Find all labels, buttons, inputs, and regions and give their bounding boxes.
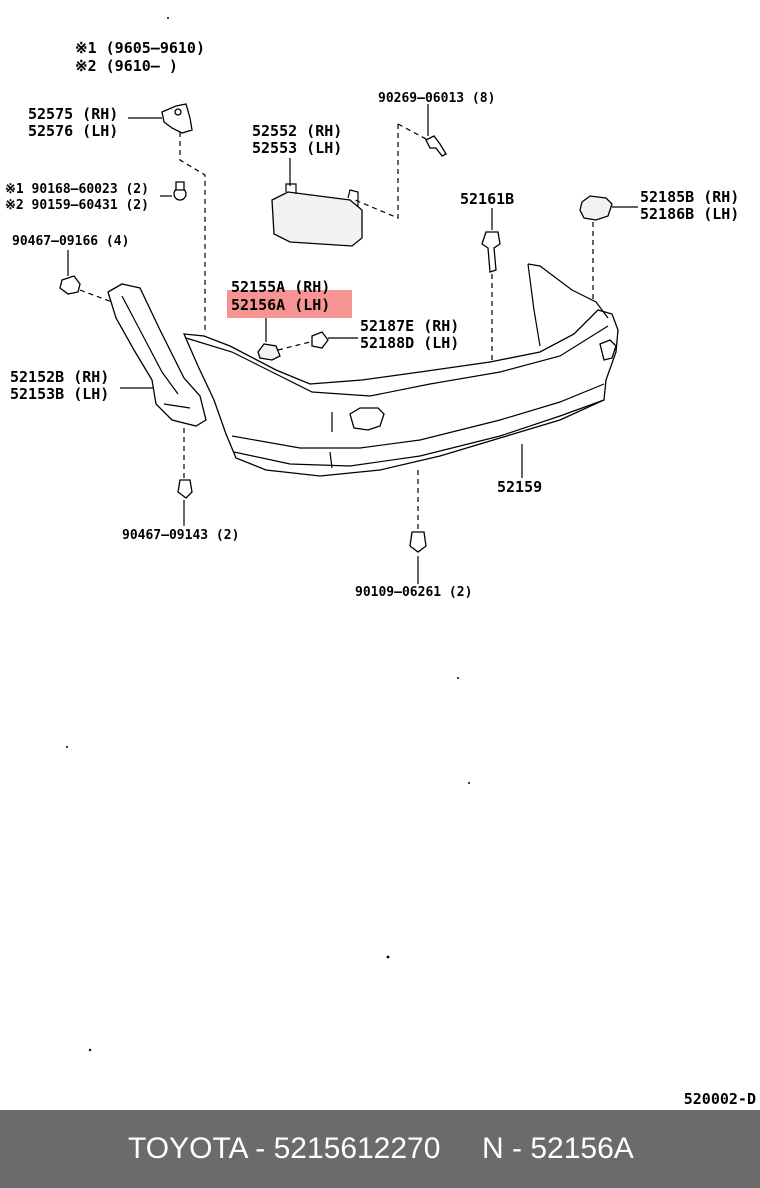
label-52576[interactable]: 52576 (LH): [28, 122, 118, 140]
bumper-cover-52159[interactable]: [182, 263, 619, 477]
label-52156A[interactable]: 52156A (LH): [231, 296, 330, 314]
bracket-52185B[interactable]: [579, 195, 613, 221]
label-52153B[interactable]: 52153B (LH): [10, 385, 109, 403]
note-2: ※2 (9610– ): [75, 57, 178, 75]
reflector-52552[interactable]: [271, 183, 363, 247]
clip-90467-09166[interactable]: [59, 275, 81, 295]
note-1: ※1 (9605–9610): [75, 39, 205, 57]
retainer-52156A[interactable]: [257, 343, 281, 361]
label-90109[interactable]: 90109–06261 (2): [355, 585, 472, 600]
label-90467-09143[interactable]: 90467–09143 (2): [122, 528, 239, 543]
label-52552[interactable]: 52552 (RH): [252, 122, 342, 140]
label-52161B[interactable]: 52161B: [460, 190, 514, 208]
parts-diagram: ※1 (9605–9610) ※2 (9610– ) 52575 (RH) 52…: [5, 17, 739, 1052]
screw-90269[interactable]: [425, 135, 447, 157]
diagram-code: 520002-D: [683, 1090, 756, 1108]
retainer-52152B[interactable]: [107, 283, 207, 427]
label-52187E[interactable]: 52187E (RH): [360, 317, 459, 335]
label-52188D[interactable]: 52188D (LH): [360, 334, 459, 352]
clip-52161B[interactable]: [481, 231, 501, 273]
bolt-90467-09143[interactable]: [177, 479, 193, 499]
label-90467-09166[interactable]: 90467–09166 (4): [12, 234, 129, 249]
label-52159[interactable]: 52159: [497, 478, 542, 496]
label-52185B[interactable]: 52185B (RH): [640, 188, 739, 206]
label-52575[interactable]: 52575 (RH): [28, 105, 118, 123]
label-52553[interactable]: 52553 (LH): [252, 139, 342, 157]
clip-52187E[interactable]: [311, 331, 329, 349]
bolt-90109[interactable]: [409, 531, 427, 553]
dashed-guides: [79, 123, 594, 530]
label-52152B[interactable]: 52152B (RH): [10, 368, 109, 386]
footer-reference: N - 52156A: [482, 1132, 634, 1165]
bracket-52575[interactable]: [161, 103, 193, 134]
specks: [66, 17, 470, 1052]
label-90168[interactable]: ※1 90168–60023 (2): [5, 182, 149, 197]
label-90159[interactable]: ※2 90159–60431 (2): [5, 198, 149, 213]
leader-lines: [67, 104, 638, 584]
highlight-box: [227, 290, 352, 318]
label-52186B[interactable]: 52186B (LH): [640, 205, 739, 223]
footer-part-number: TOYOTA - 5215612270: [128, 1132, 441, 1165]
label-52155A[interactable]: 52155A (RH): [231, 278, 330, 296]
label-90269[interactable]: 90269–06013 (8): [378, 91, 495, 106]
footer-bar: TOYOTA - 5215612270 N - 52156A: [0, 1110, 760, 1188]
bolt-90168[interactable]: [173, 181, 187, 201]
